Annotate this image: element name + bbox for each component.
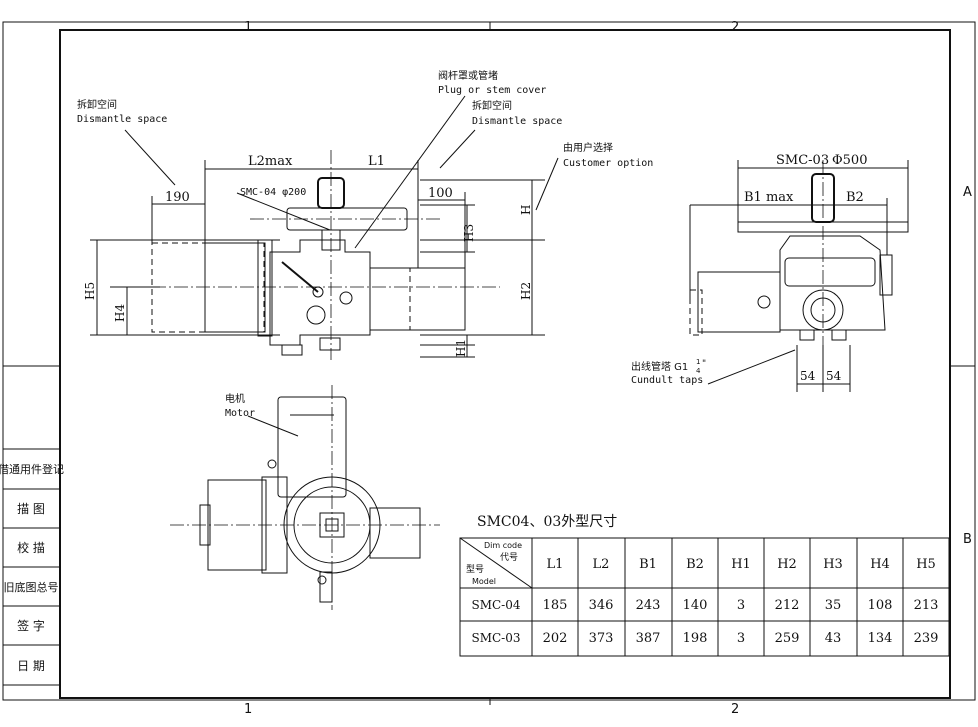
table-header-h2: H2 [777,557,797,572]
stem-cover-en: Plug or stem cover [438,85,546,96]
table-header-b1: B1 [639,557,657,572]
table-cell: 259 [775,631,800,646]
table-cell: 3 [737,631,745,646]
zone-right-b: B [963,532,972,547]
table-header-row: L1 L2 B1 B2 H1 H2 H3 H4 H5 [547,557,936,572]
zone-bottom-1: 1 [244,702,252,717]
dim-smc03-handwheel: Φ500 [832,153,867,168]
panel-label: 描 图 [17,502,45,516]
stem-cover-cn: 阀杆罩或管堵 [438,69,498,82]
table-header-b2: B2 [686,557,704,572]
panel-label: 签 字 [17,618,45,633]
panel-label: 校 描 [17,540,45,555]
dim-smc03-label: SMC-03 [776,153,829,168]
table-caption: SMC04、03外型尺寸 [477,514,617,530]
front-view [90,95,559,360]
corner-dimcode-cn: 代号 [500,552,518,563]
corner-model-cn: 型号 [466,564,484,575]
table-cell: 346 [589,598,614,613]
table-header-h1: H1 [731,557,751,572]
table-cell: 43 [825,631,842,646]
table-cell-model: SMC-03 [471,631,520,645]
table-header-h3: H3 [823,557,843,572]
zone-top-1: 1 [244,20,252,35]
table-cell: 3 [737,598,745,613]
dim-b2: B2 [846,190,864,205]
dim-smc04-handwheel: SMC-04 φ200 [240,187,306,198]
corner-dimcode-en: Dim code [484,541,522,550]
customer-option-en: Customer option [563,158,653,169]
conduit-frac-num: 1 [696,358,700,366]
dim-b1max: B1 max [744,190,794,205]
side-view [689,160,909,392]
inner-frame [59,29,951,699]
table-cell: 373 [589,631,614,646]
table-cell: 202 [543,631,568,646]
dismantle-left-en: Dismantle space [77,114,167,125]
table-cell: 213 [914,598,939,613]
table-header-h5: H5 [916,557,936,572]
table-cell: 35 [825,598,842,613]
dim-190: 190 [165,190,190,205]
conduit-cn: 出线管塔 G1 [631,360,688,373]
conduit-en: Cundult taps [631,375,703,386]
table-cell: 239 [914,631,939,646]
dismantle-right-cn: 拆卸空间 [472,99,512,112]
table-header-l2: L2 [593,557,610,572]
panel-label: 借通用件登记 [0,462,64,476]
table-cell-model: SMC-04 [471,598,520,612]
dim-h2: H2 [519,282,533,300]
table-cell: 243 [636,598,661,613]
zone-right-a: A [963,185,972,200]
side-panel: 借通用件登记 描 图 校 描 旧底图总号 签 字 日 期 [0,448,64,686]
table-cell: 108 [868,598,893,613]
dim-54-left: 54 [800,369,816,383]
dismantle-right-en: Dismantle space [472,116,562,127]
corner-model-en: Model [472,577,496,586]
outer-frame [2,21,976,701]
table-cell: 198 [683,631,708,646]
dimension-table [459,537,950,657]
dim-h: H [519,205,533,215]
panel-label: 日 期 [17,659,45,673]
panel-label: 旧底图总号 [4,580,59,594]
table-cell: 212 [775,598,800,613]
motor-label-en: Motor [225,408,255,419]
table-cell: 134 [868,631,893,646]
dim-h1: H1 [454,339,468,357]
dim-l1: L1 [368,154,385,169]
zone-bottom-2: 2 [731,702,739,717]
motor-label-cn: 电机 [225,392,245,405]
dim-h4: H4 [113,304,127,322]
table-cell: 140 [683,598,708,613]
table-cell: 387 [636,631,661,646]
customer-option-cn: 由用户选择 [563,141,613,154]
dim-54-right: 54 [826,369,842,383]
dim-100: 100 [428,186,453,201]
table-header-h4: H4 [870,557,890,572]
dim-h5: H5 [83,282,97,300]
dim-h3: H3 [462,224,476,242]
dismantle-left-cn: 拆卸空间 [77,98,117,111]
dim-l2max: L2max [248,154,293,169]
conduit-frac-den: 4 [696,367,701,375]
top-view [170,385,440,610]
conduit-quote: " [702,359,706,369]
table-header-l1: L1 [547,557,564,572]
zone-top-2: 2 [731,20,739,35]
table-cell: 185 [543,598,568,613]
